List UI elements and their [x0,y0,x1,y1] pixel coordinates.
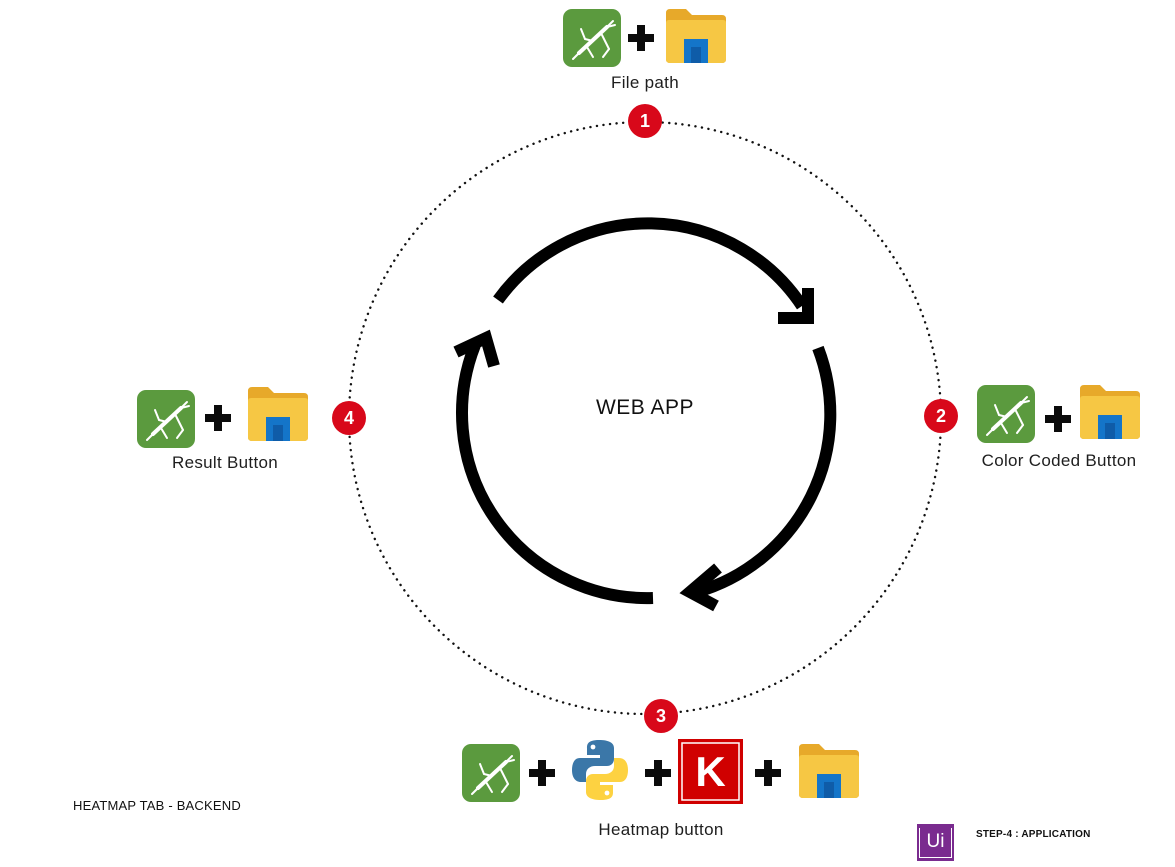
grasshopper-icon [460,742,522,804]
keras-icon [678,739,743,804]
step-label-4: Result Button [172,453,278,472]
plus-icon [529,760,555,786]
plus-icon [755,760,781,786]
file-explorer-icon [666,9,726,63]
center-label: WEB APP [595,396,695,419]
file-explorer-icon [799,744,859,798]
uipath-logo-icon: Ui [917,824,954,861]
plus-icon [645,760,671,786]
step-label-3: Heatmap button [598,820,724,839]
arrowhead-top [778,288,814,324]
python-icon [572,740,628,800]
arrowhead-right [679,563,722,612]
file-explorer-icon [1080,385,1140,439]
grasshopper-icon [135,388,197,450]
grasshopper-icon [561,7,623,69]
logo-text: Ui [919,828,952,858]
arrowhead-bottom [453,329,500,368]
arrow-bottom [456,342,654,605]
keras-letter: K [695,748,726,795]
step-label-1: File path [611,73,679,92]
heatmap-tab-label: HEATMAP TAB - BACKEND [73,798,241,813]
plus-icon [1045,406,1071,432]
arrow-right [695,345,837,598]
arrow-top [493,217,807,310]
step-badge-2: 2 [924,399,958,433]
file-explorer-icon [248,387,308,441]
step-application-label: STEP-4 : APPLICATION [976,829,1091,840]
step-label-2: Color Coded Button [981,451,1137,470]
step-badge-3: 3 [644,699,678,733]
cycle-arrows [456,217,837,605]
plus-icon [205,405,231,431]
step-badge-4: 4 [332,401,366,435]
step-badge-1: 1 [628,104,662,138]
grasshopper-icon [975,383,1037,445]
plus-icon [628,25,654,51]
